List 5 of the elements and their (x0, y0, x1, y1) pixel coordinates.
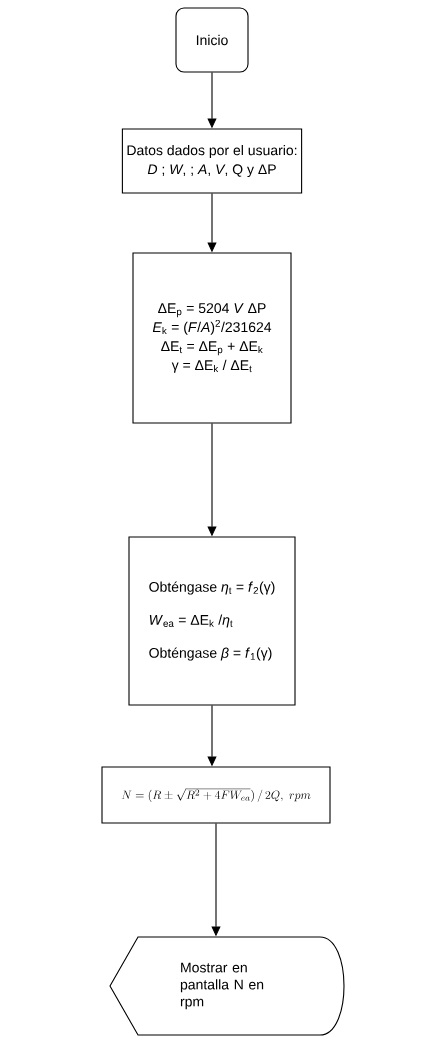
process-box: Obténgase η$_{t}$ = f$_{2}$(γ) W$_{ea}$ = ΔE$_{k}$ /η$_{t}$ Obténgase β = f$_{1}$(γ) (128, 536, 296, 706)
process-box: $N = (R \pm \sqrt{R^{2} + 4FW_{ea}})\,/\,2Q,\ rpm$ (101, 766, 331, 824)
terminal-box: Inicio (175, 7, 249, 73)
process-box: ΔE$_{p}$ = 5204 V ΔP E$_{k}$ = (F/A)$^{2}$/231624 ΔE$_{t}$ = ΔE$_{p}$ + ΔE$_{k}$ γ = ΔE$_{k}$ / ΔE$_{t}$ (132, 252, 292, 424)
process-box: Datos dados por el usuario: D ; W, ; A, V, Q y ΔP (121, 128, 303, 194)
